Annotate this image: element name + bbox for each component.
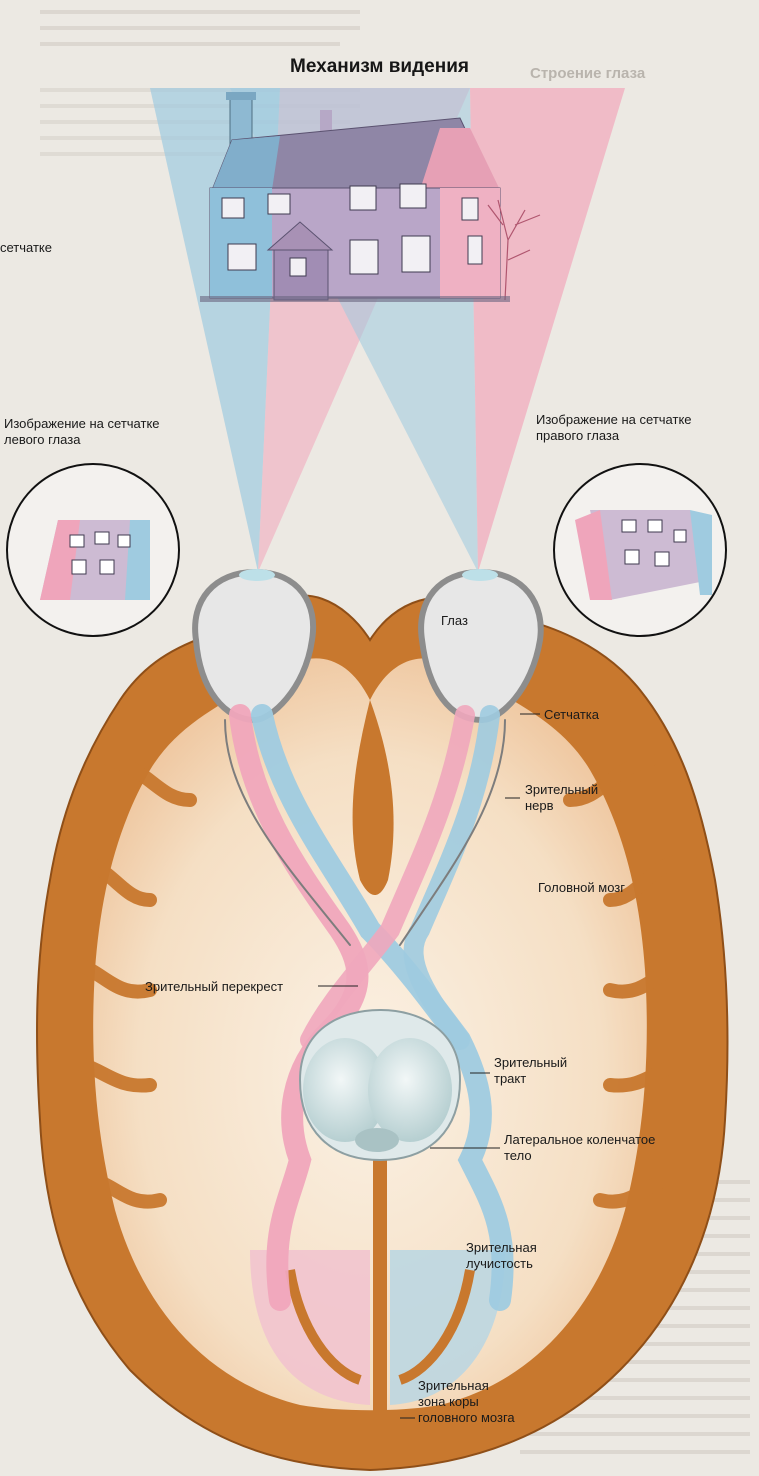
right-eye-pink-cone <box>470 88 625 572</box>
label-retina: Сетчатка <box>544 707 600 722</box>
label-optic-tract-line2: тракт <box>494 1071 527 1086</box>
label-optic-nerve-line1: Зрительный <box>525 782 599 797</box>
leader-lines <box>318 713 540 1419</box>
left-retina-image <box>6 463 180 637</box>
label-optic-nerve-line2: нерв <box>525 798 554 813</box>
label-eye: Глаз <box>441 613 468 628</box>
label-optic-radiation-line1: Зрительная <box>466 1240 537 1255</box>
diagram-title: Механизм видения <box>290 56 469 77</box>
label-optic-chiasm: Зрительный перекрест <box>145 979 284 994</box>
lateral-geniculate-body <box>298 1008 462 1162</box>
label-right-eye-image-line1: Изображение на сетчатке <box>536 412 692 427</box>
house-illustration <box>200 92 541 302</box>
label-visual-cortex-line2: зона коры <box>418 1394 479 1409</box>
label-lgn-line2: тело <box>504 1148 532 1163</box>
label-left-eye-image-line1: Изображение на сетчатке <box>4 416 160 431</box>
label-visual-cortex-line3: головного мозга <box>418 1410 515 1425</box>
right-retina-image <box>553 463 727 637</box>
label-right-eye-image-line2: правого глаза <box>536 428 620 443</box>
label-retina-cut: сетчатке <box>0 240 52 255</box>
label-optic-radiation-line2: лучистость <box>466 1256 533 1271</box>
label-visual-cortex-line1: Зрительная <box>418 1378 489 1393</box>
tree-icon <box>487 199 541 301</box>
label-brain: Головной мозг <box>538 880 625 895</box>
background-heading-right: Строение глаза <box>530 66 646 82</box>
label-left-eye-image-line2: левого глаза <box>4 432 81 447</box>
label-optic-tract-line1: Зрительный <box>494 1055 568 1070</box>
label-lgn-line1: Латеральное коленчатое <box>504 1132 656 1147</box>
